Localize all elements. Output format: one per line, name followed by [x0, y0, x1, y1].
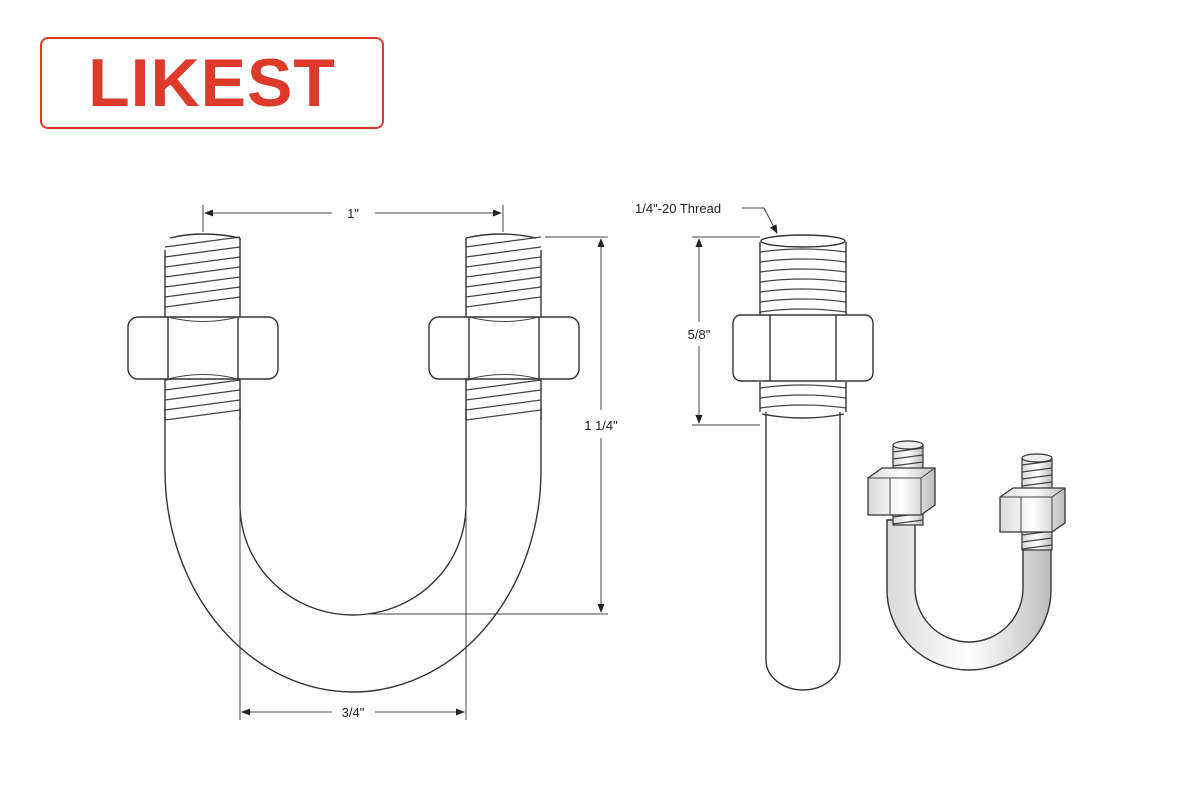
dim-inner-width: 3/4" [239, 505, 467, 720]
dim-top-width-label: 1" [347, 206, 359, 221]
dim-height: 1 1/4" [370, 236, 618, 615]
side-upper-thread [759, 234, 847, 318]
perspective-right-stud [999, 453, 1066, 551]
side-nut [732, 314, 874, 382]
thread-label: 1/4"-20 Thread [635, 201, 721, 216]
dim-thread-length-label: 5/8" [688, 327, 711, 342]
front-right-nut [428, 316, 580, 380]
perspective-left-stud [867, 440, 936, 526]
brand-logo: LIKEST [40, 37, 384, 129]
dim-inner-width-label: 3/4" [342, 705, 365, 720]
perspective-u-body [886, 519, 1052, 671]
front-left-nut [127, 316, 279, 380]
dim-top-width: 1" [202, 205, 504, 232]
side-lower-thread [759, 382, 847, 419]
front-view: 1" 1 1/4" 3/4" [127, 205, 618, 720]
perspective-view [867, 440, 1066, 671]
front-u-body [164, 407, 542, 693]
dim-thread-length: 5/8" [688, 236, 760, 426]
brand-name: LIKEST [88, 45, 336, 121]
thread-callout: 1/4"-20 Thread [635, 201, 778, 234]
side-view: 1/4"-20 Thread 5/8" [635, 201, 874, 691]
dim-height-label: 1 1/4" [584, 418, 618, 433]
side-shank [765, 409, 841, 691]
